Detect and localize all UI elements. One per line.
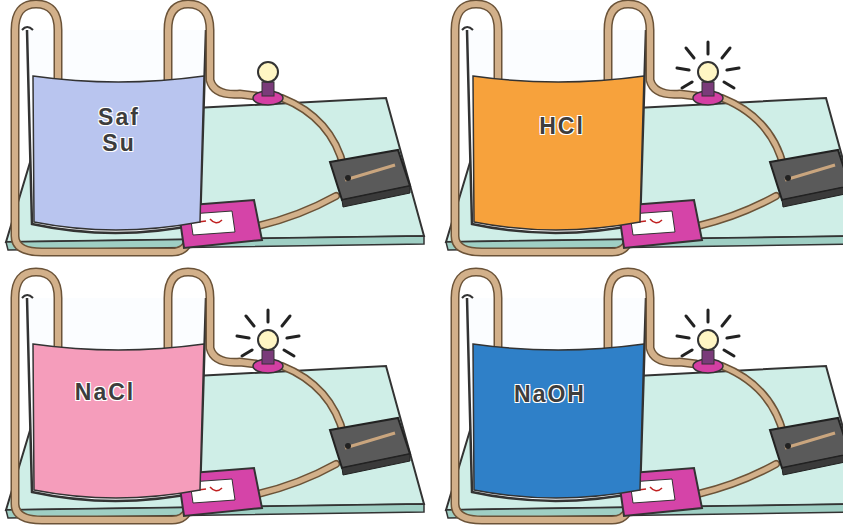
solution-name: Saf Su	[88, 104, 150, 156]
solution-name: NaOH	[514, 381, 586, 407]
circuit	[446, 4, 843, 252]
light-rays	[677, 310, 739, 356]
liquid-label: HCl	[512, 108, 612, 144]
test-setup	[446, 4, 843, 252]
light-rays	[237, 310, 299, 356]
liquid	[33, 344, 204, 498]
solution-name: HCl	[539, 113, 585, 139]
test-setup	[6, 272, 424, 520]
solution-name: NaCl	[75, 379, 135, 405]
liquid	[473, 344, 644, 498]
liquid	[33, 76, 204, 230]
circuit	[6, 4, 424, 252]
circuit	[446, 272, 843, 520]
liquid-label: NaCl	[50, 374, 160, 410]
liquid-label: Saf Su	[88, 100, 150, 160]
circuit	[6, 272, 424, 520]
test-setup	[446, 272, 843, 520]
test-setup	[6, 4, 424, 252]
light-rays	[677, 42, 739, 88]
liquid-label: NaOH	[490, 376, 610, 412]
liquid	[473, 76, 644, 230]
